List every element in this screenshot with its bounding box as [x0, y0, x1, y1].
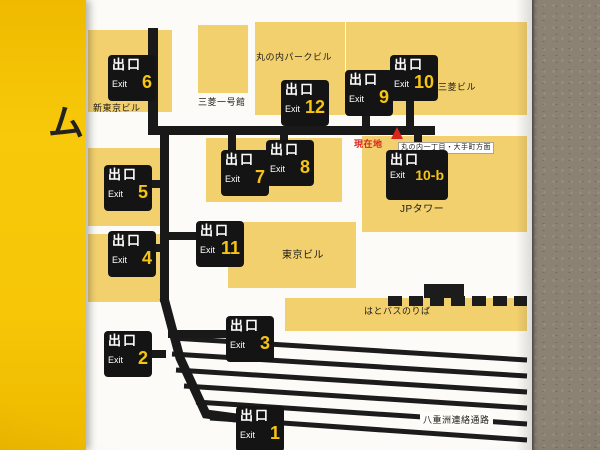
- label-tokyo-building: 東京ビル: [282, 250, 324, 261]
- station-structure: [424, 284, 464, 298]
- exit-label-en: Exit: [285, 103, 301, 114]
- exit-label-en: Exit: [240, 429, 256, 440]
- exit-box-7: 出口 Exit 7: [221, 150, 269, 196]
- exit-label-jp: 出口: [230, 318, 261, 333]
- label-hato-bus-stop: はとバスのりば: [364, 306, 431, 316]
- exit-label-en: Exit: [349, 93, 365, 104]
- exit-label-row: Exit 2: [108, 349, 148, 367]
- building-block: [228, 222, 356, 288]
- label-marunouchi-park-building: 丸の内パークビル: [256, 52, 333, 62]
- exit-box-4: 出口 Exit 4: [108, 231, 156, 277]
- exit-label-en: Exit: [394, 78, 410, 89]
- label-mitsubishi-ichigokan: 三菱一号館: [198, 97, 246, 107]
- panel-wall-seam: [532, 0, 538, 450]
- exit-label-jp: 出口: [200, 223, 231, 238]
- exit-label-jp: 出口: [108, 333, 139, 348]
- railway-line: [183, 383, 528, 411]
- exit-number: 12: [304, 96, 325, 117]
- label-mitsubishi-building: 三菱ビル: [438, 82, 477, 92]
- exit-label-en: Exit: [230, 339, 246, 350]
- exit-label-en: Exit: [270, 163, 286, 174]
- corridor-stub: [228, 135, 236, 152]
- exit-label-en: Exit: [112, 254, 128, 265]
- corridor-stub: [148, 350, 166, 358]
- exit-label-jp: 出口: [285, 82, 316, 97]
- railway-line: [175, 367, 528, 395]
- exit-label-jp: 出口: [240, 408, 271, 423]
- exit-number: 2: [137, 347, 148, 368]
- label-shin-tokyo-building: 新東京ビル: [93, 103, 141, 113]
- exit-map-panel: 丸の内パークビル 三菱一号館 三菱ビル 新東京ビル JPタワー 東京ビル はとバ…: [86, 0, 532, 450]
- exit-label-jp: 出口: [394, 57, 425, 72]
- exit-label-row: Exit 10-b: [390, 168, 444, 182]
- building-block: [285, 298, 527, 331]
- exit-number: 4: [141, 247, 152, 268]
- label-you-are-here: 現在地: [354, 139, 383, 149]
- exit-number: 8: [299, 156, 310, 177]
- exit-label-row: Exit 8: [270, 158, 310, 176]
- exit-label-jp: 出口: [225, 152, 256, 167]
- exit-box-10: 出口 Exit 10: [390, 55, 438, 101]
- exit-label-jp: 出口: [112, 57, 143, 72]
- exit-box-2: 出口 Exit 2: [104, 331, 152, 377]
- corridor-stub: [362, 116, 370, 128]
- exit-number: 9: [378, 86, 389, 107]
- exit-box-12: 出口 Exit 12: [281, 80, 329, 126]
- exit-number: 1: [269, 422, 280, 443]
- exit-label-en: Exit: [390, 169, 406, 180]
- corridor-line: [152, 126, 435, 135]
- corridor-stub: [168, 330, 230, 338]
- exit-box-1: 出口 Exit 1: [236, 406, 284, 450]
- exit-number: 5: [137, 181, 148, 202]
- exit-label-jp: 出口: [270, 142, 301, 157]
- exit-label-en: Exit: [108, 354, 124, 365]
- label-yaesu-passage: 八重洲連絡通路: [420, 412, 493, 427]
- corridor-line: [160, 130, 169, 302]
- current-location-marker-icon: [391, 127, 403, 139]
- corridor-stub: [406, 101, 414, 128]
- exit-box-6: 出口 Exit 6: [108, 55, 156, 101]
- exit-label-row: Exit 5: [108, 183, 148, 201]
- exit-number: 11: [220, 237, 240, 258]
- exit-label-row: Exit 11: [200, 239, 240, 257]
- corridor-stub: [150, 180, 164, 188]
- exit-label-row: Exit 12: [285, 98, 325, 116]
- exit-label-en: Exit: [108, 188, 124, 199]
- building-block: [198, 25, 248, 93]
- exit-box-11: 出口 Exit 11: [196, 221, 244, 267]
- exit-label-row: Exit 3: [230, 334, 270, 352]
- exit-number: 3: [259, 332, 270, 353]
- label-jp-tower: JPタワー: [400, 204, 445, 215]
- partial-katakana-text: ム: [48, 102, 85, 143]
- exit-box-9: 出口 Exit 9: [345, 70, 393, 116]
- exit-label-row: Exit 10: [394, 73, 434, 91]
- exit-box-8: 出口 Exit 8: [266, 140, 314, 186]
- exit-box-10-b: 出口 Exit 10-b: [386, 150, 448, 200]
- corridor-stub: [164, 232, 200, 240]
- exit-label-row: Exit 9: [349, 88, 389, 106]
- exit-label-row: Exit 4: [112, 249, 152, 267]
- corridor-line: [159, 296, 237, 423]
- exit-box-3: 出口 Exit 3: [226, 316, 274, 362]
- exit-number: 10: [413, 71, 434, 92]
- corridor-stub: [154, 244, 164, 252]
- exit-label-jp: 出口: [390, 152, 421, 167]
- exit-label-jp: 出口: [112, 233, 143, 248]
- exit-number: 7: [254, 166, 265, 187]
- exit-label-row: Exit 1: [240, 424, 280, 442]
- exit-label-jp: 出口: [108, 167, 139, 182]
- exit-box-5: 出口 Exit 5: [104, 165, 152, 211]
- exit-label-en: Exit: [112, 78, 128, 89]
- exit-label-en: Exit: [225, 173, 241, 184]
- exit-label-jp: 出口: [349, 72, 380, 87]
- exit-number: 6: [141, 71, 152, 92]
- exit-number: 10-b: [415, 166, 444, 183]
- corridor-stub: [280, 135, 288, 142]
- yellow-signboard-edge: ム: [0, 0, 86, 450]
- exit-label-row: Exit 7: [225, 168, 265, 186]
- exit-label-row: Exit 6: [112, 73, 152, 91]
- exit-label-en: Exit: [200, 244, 216, 255]
